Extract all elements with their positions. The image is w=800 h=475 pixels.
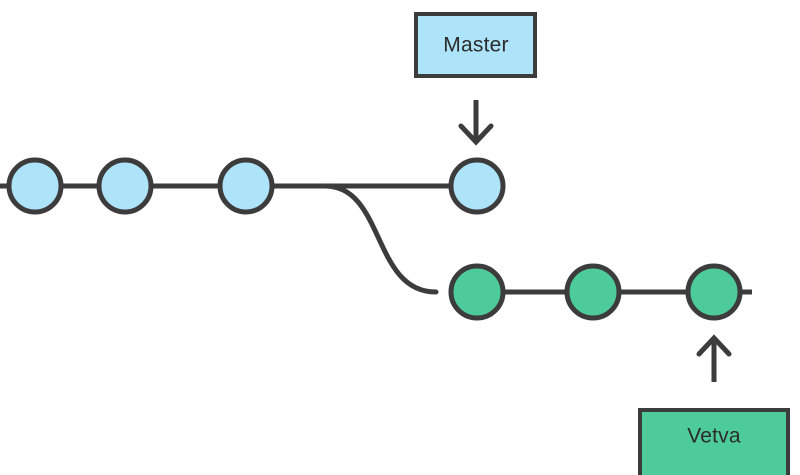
vetva-arrow-up-icon — [696, 334, 732, 382]
master-arrow-down-icon — [458, 100, 494, 146]
commit-node-master-1[interactable] — [6, 157, 64, 215]
commit-node-vetva-2[interactable] — [564, 263, 622, 321]
vetva-arrow-head — [696, 334, 732, 357]
branch-split-curve — [322, 183, 439, 295]
commit-node-master-4[interactable] — [448, 157, 506, 215]
commit-node-master-3[interactable] — [217, 157, 275, 215]
master-commit-nodes — [6, 157, 506, 215]
commit-node-vetva-1[interactable] — [448, 263, 506, 321]
vetva-commit-nodes — [448, 263, 743, 321]
vetva-label-box[interactable] — [638, 408, 790, 475]
vetva-label-group[interactable]: Vetva — [638, 408, 790, 475]
commit-node-master-2[interactable] — [96, 157, 154, 215]
master-label-box[interactable] — [414, 12, 537, 78]
commit-node-vetva-3[interactable] — [685, 263, 743, 321]
vetva-label-text: Vetva — [687, 425, 741, 448]
master-label-group[interactable]: Master — [414, 12, 537, 78]
master-arrow-head — [458, 123, 494, 146]
master-label-text: Master — [443, 34, 508, 57]
